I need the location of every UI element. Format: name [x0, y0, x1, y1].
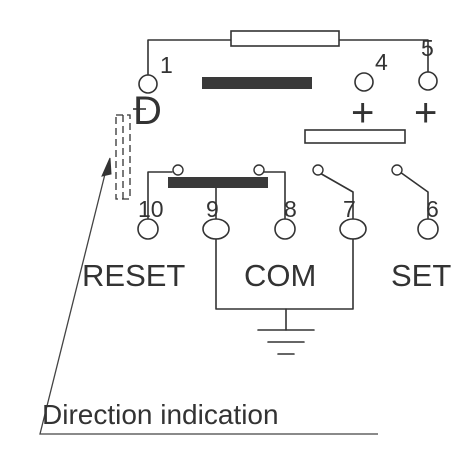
pin-6-label: 6	[426, 196, 439, 222]
direction-arrow-icon	[101, 157, 112, 177]
pin-8-terminal	[274, 218, 296, 240]
plus-sign-pin-5: +	[414, 91, 437, 135]
contact-bar	[168, 177, 268, 188]
pin-1-terminal	[138, 74, 158, 94]
pin-5-label: 5	[421, 35, 434, 61]
reset-label: RESET	[82, 258, 185, 293]
pin-10-label: 10	[138, 196, 164, 222]
pin-10-terminal	[137, 218, 159, 240]
pin-6-terminal	[417, 218, 439, 240]
pin-8-label: 8	[284, 196, 297, 222]
coil-bar	[202, 77, 312, 89]
common-bus	[215, 238, 354, 331]
pin-1-label: 1	[160, 52, 173, 78]
coil-top-loop	[147, 30, 429, 77]
direction-pointer	[39, 157, 378, 435]
pin-5-terminal	[418, 71, 438, 91]
direction-caption: Direction indication	[42, 399, 279, 430]
pin-7-terminal	[339, 218, 367, 240]
contact-terminal-middle	[253, 164, 265, 176]
ground-icon	[257, 329, 315, 355]
coil-resistor	[230, 30, 340, 47]
set-label: SET	[391, 258, 451, 293]
pin-9-label: 9	[206, 196, 219, 222]
contact-terminal-set	[391, 164, 403, 176]
pin-4-terminal	[354, 72, 374, 92]
pin-9-terminal	[202, 218, 230, 240]
pin-7-label: 7	[343, 196, 356, 222]
contact-terminal-left	[172, 164, 184, 176]
contact-wiring	[147, 171, 429, 221]
plus-sign-pin-4: +	[351, 91, 374, 135]
contact-terminal-right-upper	[312, 164, 324, 176]
pin-4-label: 4	[375, 49, 388, 75]
d-marker-label: D	[133, 89, 162, 133]
com-label: COM	[244, 258, 316, 293]
secondary-coil	[304, 129, 406, 144]
